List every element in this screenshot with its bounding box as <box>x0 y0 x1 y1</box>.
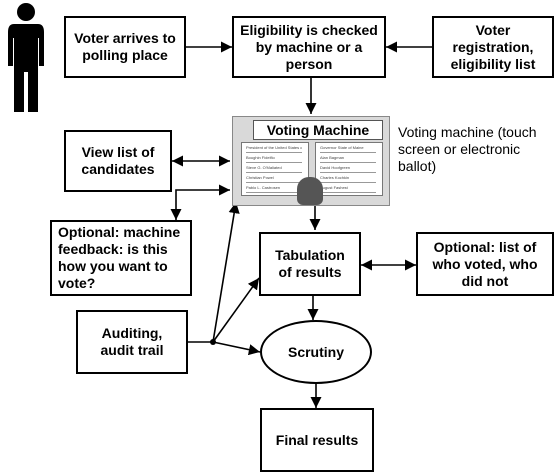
vm-right-panel: Governor State of Maine Alan Bagman Davi… <box>315 142 383 196</box>
touching-hand-icon <box>297 177 323 205</box>
vm-left-line: Boughin Fidelfio <box>246 155 302 163</box>
vm-left-line: President of the United States of Americ… <box>246 145 302 153</box>
feedback-label: Optional: machine feedback: is this how … <box>58 224 181 291</box>
tabulation-box: Tabulation of results <box>259 232 361 296</box>
tabulation-label: Tabulation of results <box>275 247 345 280</box>
voter-arrives-box: Voter arrives to polling place <box>64 16 186 78</box>
view-list-label: View list of candidates <box>81 144 155 177</box>
feedback-box: Optional: machine feedback: is this how … <box>50 220 192 296</box>
final-results-box: Final results <box>260 408 374 472</box>
scrutiny-oval: Scrutiny <box>260 320 372 384</box>
arrow-junction-to-scrutiny <box>212 341 261 356</box>
eligibility-box: Eligibility is checked by machine or a p… <box>232 16 386 78</box>
final-results-label: Final results <box>275 431 359 448</box>
voting-machine-title: Voting Machine <box>253 120 383 140</box>
voter-person-icon <box>8 3 44 112</box>
registration-box: Voter registration, eligibility list <box>432 16 554 78</box>
who-voted-label: Optional: list of who voted, who did not <box>432 238 538 289</box>
arrow-feedback-machine <box>170 184 230 220</box>
view-list-box: View list of candidates <box>64 130 172 192</box>
arrow-junction-to-tabulation <box>212 277 260 343</box>
audit-junction-dot <box>210 339 216 345</box>
vm-right-line: Governor State of Maine <box>320 145 376 153</box>
vm-right-line: Alan Bagman <box>320 155 376 163</box>
vm-right-line: August Fashest <box>320 185 376 193</box>
arrow-junction-to-machine <box>212 201 240 343</box>
voting-machine-image: Voting Machine President of the United S… <box>232 116 390 206</box>
voter-arrives-label: Voter arrives to polling place <box>74 30 176 63</box>
vm-left-line: Steve G. O'Maliated <box>246 165 302 173</box>
auditing-label: Auditing, audit trail <box>100 325 164 358</box>
scrutiny-label: Scrutiny <box>287 343 344 360</box>
vm-right-line: Charles Kochkin <box>320 175 376 183</box>
registration-label: Voter registration, eligibility list <box>450 21 536 72</box>
auditing-box: Auditing, audit trail <box>76 310 188 374</box>
voting-machine-caption: Voting machine (touch screen or electron… <box>398 124 537 174</box>
vm-left-line: Pablo L. Castrosen <box>246 185 302 193</box>
who-voted-box: Optional: list of who voted, who did not <box>416 232 554 296</box>
eligibility-label: Eligibility is checked by machine or a p… <box>240 21 378 72</box>
vm-right-line: David Hoofgreen <box>320 165 376 173</box>
vm-left-line: Christian Powel <box>246 175 302 183</box>
